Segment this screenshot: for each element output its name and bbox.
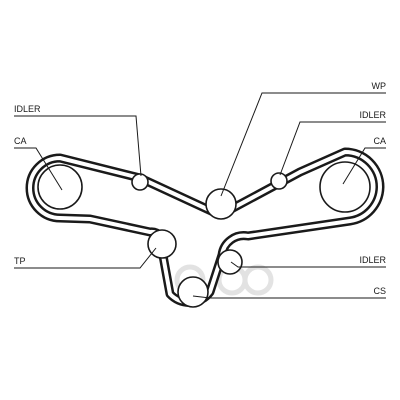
label-idler-right-top: IDLER <box>359 110 386 120</box>
label-wp: WP <box>372 81 387 91</box>
label-idler-right-bottom: IDLER <box>359 255 386 265</box>
idler-pulley-right-top <box>270 172 288 190</box>
crankshaft-pulley <box>177 276 209 308</box>
idler-pulley-right-bottom <box>217 249 243 275</box>
label-cs: CS <box>373 286 386 296</box>
leader-lines <box>14 92 386 299</box>
water-pump-pulley <box>205 188 237 220</box>
label-idler-left: IDLER <box>14 104 41 114</box>
label-ca-left: CA <box>14 136 27 146</box>
label-ca-right: CA <box>373 136 386 146</box>
camshaft-pulley-right <box>319 161 371 213</box>
label-tp: TP <box>14 256 26 266</box>
idler-pulley-left <box>131 173 149 191</box>
tensioner-pulley <box>147 229 177 259</box>
